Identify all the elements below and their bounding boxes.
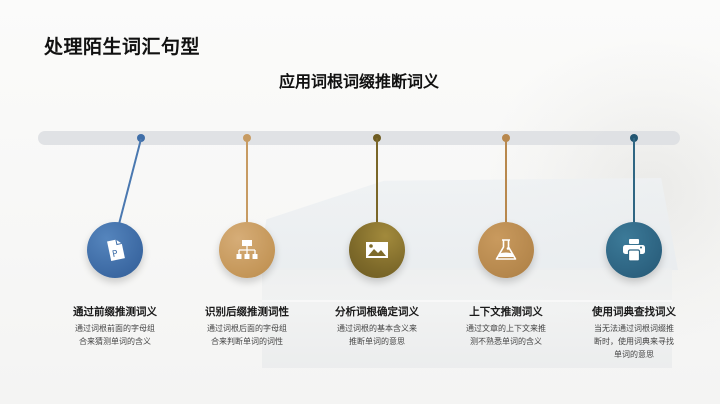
timeline-connector-3 (376, 138, 378, 224)
step-1-title: 通过前缀推测词义 (73, 306, 157, 318)
background-book-line (262, 300, 672, 302)
step-3-description: 通过词根的基本含义来推断单词的意思 (337, 324, 417, 346)
timeline-dot-1 (137, 134, 145, 142)
background-book-pages (262, 268, 672, 368)
step-3-badge[interactable] (349, 222, 405, 278)
svg-text:P: P (111, 249, 119, 260)
step-4-badge[interactable] (478, 222, 534, 278)
step-5-description: 当无法通过词根词缀推断时，使用词典来寻找单词的意思 (594, 324, 674, 359)
step-2-description: 通过词根后面的字母组合来判断单词的词性 (207, 324, 287, 346)
step-5-badge[interactable] (606, 222, 662, 278)
timeline-connector-5 (633, 138, 635, 224)
timeline-bar (38, 131, 680, 145)
printer-icon (623, 239, 645, 262)
step-4-title: 上下文推测词义 (469, 306, 543, 318)
step-2-title: 识别后缀推测词性 (205, 306, 289, 318)
step-1-badge[interactable]: P (87, 222, 143, 278)
step-2-badge[interactable] (219, 222, 275, 278)
step-1-description: 通过词根前面的字母组合来猜测单词的含义 (75, 324, 155, 346)
hierarchy-icon (236, 240, 258, 259)
subtitle: 应用词根词缀推断词义 (0, 68, 720, 92)
step-5-title: 使用词典查找词义 (592, 306, 676, 318)
timeline-connector-1 (117, 138, 142, 227)
page-title: 处理陌生词汇句型 (44, 36, 201, 58)
step-4-description: 通过文章的上下文来推测不熟悉单词的含义 (466, 324, 546, 346)
flask-icon (495, 239, 517, 260)
timeline-connector-2 (246, 138, 248, 224)
step-3-title: 分析词根确定词义 (335, 306, 419, 318)
document-p-icon: P (107, 239, 125, 262)
timeline-connector-4 (505, 138, 507, 224)
image-icon (366, 242, 388, 258)
subtitle-text: 应用词根词缀推断词义 (278, 72, 439, 91)
